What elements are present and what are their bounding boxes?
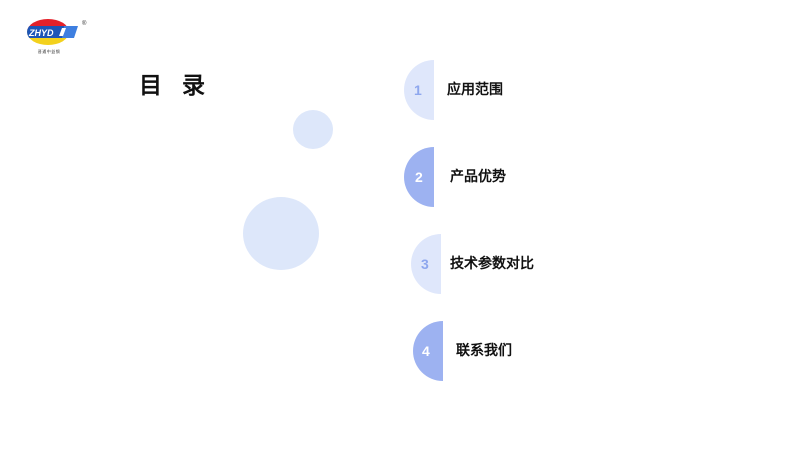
registered-mark: ® — [82, 20, 87, 27]
decorative-circle-large — [243, 197, 319, 270]
company-logo: ZHYD ® — [26, 17, 90, 63]
toc-number: 1 — [414, 82, 422, 98]
toc-item-2[interactable]: 2 产品优势 — [404, 147, 524, 207]
toc-label: 联系我们 — [456, 343, 512, 359]
logo-subtitle: 晋通中益钢 — [37, 49, 61, 54]
toc-number: 4 — [422, 343, 430, 359]
toc-label: 技术参数对比 — [450, 256, 534, 272]
logo-emblem-icon: ZHYD ® — [27, 19, 87, 45]
toc-number: 3 — [421, 256, 429, 272]
page-title: 目 录 — [139, 73, 212, 99]
toc-item-3[interactable]: 3 技术参数对比 — [411, 234, 551, 294]
logo-text: ZHYD — [28, 28, 54, 38]
decorative-circle-small — [293, 110, 333, 149]
toc-number: 2 — [415, 169, 423, 185]
toc-label: 产品优势 — [450, 169, 506, 185]
toc-item-4[interactable]: 4 联系我们 — [413, 321, 533, 381]
toc-item-1[interactable]: 1 应用范围 — [404, 60, 524, 120]
toc-label: 应用范围 — [447, 82, 503, 98]
